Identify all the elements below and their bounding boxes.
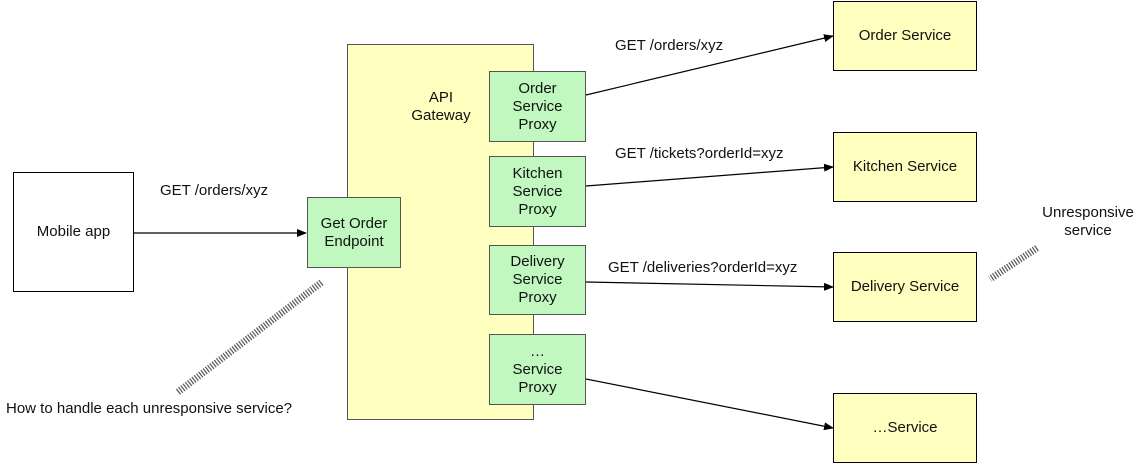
- arrow-delivery-proxy-to-delivery-service: [585, 281, 834, 291]
- service-label: Order Service: [858, 27, 952, 44]
- question-annotation: How to handle each unresponsive service?: [6, 400, 293, 417]
- unresponsive-line1: Unresponsive: [1042, 204, 1134, 221]
- get-order-endpoint-box: Get Order Endpoint: [307, 197, 401, 268]
- kitchen-service-box: Kitchen Service: [833, 132, 977, 202]
- proxy-label-line3: Proxy: [518, 200, 557, 218]
- proxy-label-line2: Service: [512, 360, 563, 378]
- proxy-label-line1: Delivery: [510, 253, 565, 270]
- service-label: Kitchen Service: [852, 158, 958, 175]
- hatched-pointer-unresponsive: [988, 245, 1039, 282]
- endpoint-label-line2: Endpoint: [324, 232, 384, 250]
- api-gateway-label: API Gateway: [398, 89, 484, 125]
- hatched-pointer-question: [175, 279, 325, 395]
- order-service-proxy-box: Order Service Proxy: [489, 71, 586, 142]
- arrow-generic-proxy-to-generic-service: [585, 378, 834, 431]
- order-service-box: Order Service: [833, 1, 977, 71]
- proxy-label-line3: Proxy: [518, 378, 557, 396]
- api-gateway-label-line2: Gateway: [411, 107, 471, 124]
- proxy-label-line2: Service: [512, 97, 563, 115]
- request-label-client: GET /orders/xyz: [160, 182, 269, 199]
- delivery-service-proxy-box: Delivery Service Proxy: [489, 245, 586, 315]
- proxy-label-line3: Proxy: [518, 289, 557, 306]
- generic-service-box: …Service: [833, 393, 977, 463]
- arrow-order-proxy-to-order-service: [585, 34, 834, 96]
- unresponsive-line2: service: [1064, 222, 1112, 239]
- proxy-label-line1: Kitchen: [512, 164, 563, 182]
- proxy-label-line3: Proxy: [518, 115, 557, 133]
- service-label: …Service: [872, 419, 938, 436]
- kitchen-service-proxy-box: Kitchen Service Proxy: [489, 156, 586, 227]
- proxy-label-line1: Order: [518, 79, 557, 97]
- service-label: Delivery Service: [850, 278, 960, 295]
- mobile-app-box: Mobile app: [13, 172, 134, 292]
- unresponsive-service-annotation: Unresponsive service: [1036, 204, 1140, 240]
- proxy-label-line1: …: [530, 342, 545, 360]
- request-label-delivery: GET /deliveries?orderId=xyz: [608, 259, 798, 276]
- endpoint-label-line1: Get Order: [320, 214, 388, 232]
- mobile-app-label: Mobile app: [36, 223, 111, 240]
- api-gateway-label-line1: API: [428, 89, 454, 106]
- proxy-label-line2: Service: [512, 182, 563, 200]
- arrow-kitchen-proxy-to-kitchen-service: [585, 163, 834, 187]
- delivery-service-box: Delivery Service: [833, 252, 977, 322]
- request-label-order: GET /orders/xyz: [615, 37, 724, 54]
- generic-service-proxy-box: … Service Proxy: [489, 334, 586, 405]
- proxy-label-line2: Service: [512, 271, 563, 288]
- request-label-kitchen: GET /tickets?orderId=xyz: [615, 145, 784, 162]
